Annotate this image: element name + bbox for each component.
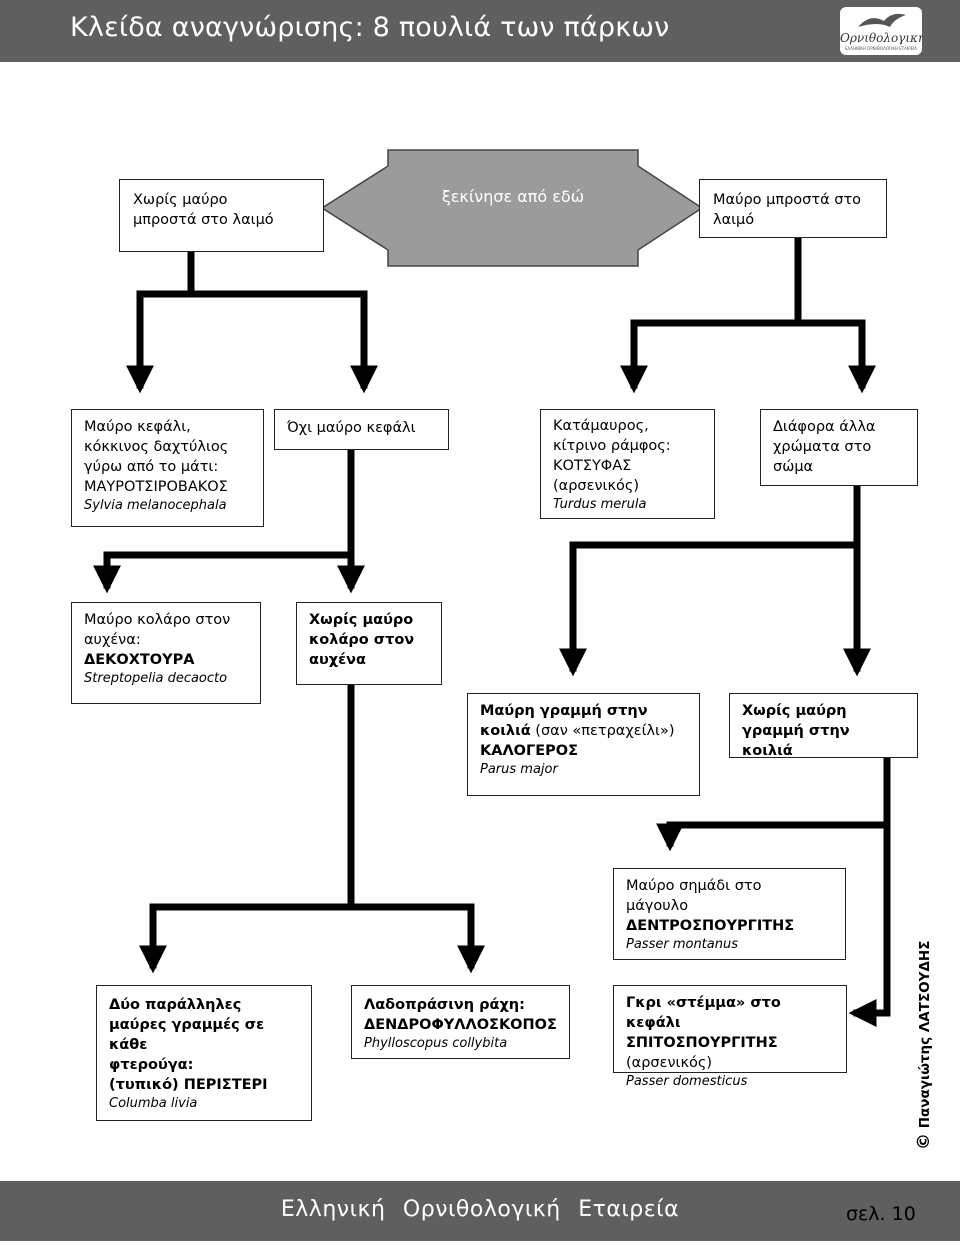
bird-logo-icon <box>858 13 906 27</box>
footer-organization: Ελληνική Ορνιθολογική Εταιρεία <box>280 1197 680 1222</box>
node-pigeon: Δύο παράλληλες μαύρες γραμμές σε κάθε φτ… <box>96 985 312 1121</box>
start-arrow-shape <box>320 149 704 267</box>
connector-no-black-collar-right <box>347 903 485 974</box>
node-blackbird: Κατάμαυρος, κίτρινο ράμφος: ΚΟΤΣΥΦΑΣ (αρ… <box>540 409 715 519</box>
connector-other-colors <box>559 482 861 677</box>
node-blackcap: Μαύρο κεφάλι, κόκκινος δαχτύλιος γύρω απ… <box>71 409 264 527</box>
page-number: σελ. 10 <box>846 1203 916 1225</box>
ornithologiki-logo: Ορνιθολογική ΕΛΛΗΝΙΚΗ ΟΡΝΙΘΟΛΟΓΙΚΗ ΕΤΑΙΡ… <box>840 7 922 55</box>
copyright-symbol: © <box>914 1133 934 1150</box>
node-black-throat: Μαύρο μπροστά στο λαιμό <box>699 179 887 238</box>
header-bar: Κλείδα αναγνώρισης: 8 πουλιά των πάρκων … <box>0 0 960 62</box>
start-label: ξεκίνησε από εδώ <box>441 187 585 206</box>
connector-no-belly-stripe <box>848 754 891 1027</box>
footer-bar: Ελληνική Ορνιθολογική Εταιρεία σελ. 10 <box>0 1181 960 1241</box>
node-tree-sparrow: Μαύρο σημάδι στο μάγουλο ΔΕΝΤΡΟΣΠΟΥΡΓΙΤΗ… <box>613 868 846 960</box>
logo-text: Ορνιθολογική <box>840 31 922 45</box>
connector-black-throat <box>620 234 802 394</box>
node-chiffchaff: Λαδοπράσινη ράχη: ΔΕΝΔΡΟΦΥΛΛΟΣΚΟΠΟΣ Phyl… <box>351 985 570 1059</box>
node-no-belly-stripe: Χωρίς μαύρη γραμμή στην κοιλιά <box>729 693 918 759</box>
node-house-sparrow: Γκρι «στέμμα» στο κεφάλι ΣΠΙΤΟΣΠΟΥΡΓΙΤΗΣ… <box>613 985 847 1089</box>
copyright-notice: © Παναγιώτης ΛΑΤΣΟΥΔΗΣ <box>914 941 934 1150</box>
connector-no-black-collar <box>139 681 355 974</box>
connector-tree-sparrow <box>656 821 891 852</box>
connector-no-black-throat <box>126 248 195 394</box>
logo-subtext: ΕΛΛΗΝΙΚΗ ΟΡΝΙΘΟΛΟΓΙΚΗ ΕΤΑΙΡΕΙΑ <box>844 46 918 51</box>
connector-no-black-head <box>93 446 355 594</box>
node-no-black-collar: Χωρίς μαύρο κολάρο στον αυχένα <box>296 602 442 685</box>
connector-black-throat-right <box>630 319 876 394</box>
node-collared-dove: Μαύρο κολάρο στον αυχένα: ΔΕΚΟΧΤΟΥΡΑ Str… <box>71 602 261 704</box>
copyright-author: Παναγιώτης ΛΑΤΣΟΥΔΗΣ <box>917 940 933 1129</box>
page-title: Κλείδα αναγνώρισης: 8 πουλιά των πάρκων <box>70 12 670 43</box>
node-no-black-head: Όχι μαύρο κεφάλι <box>274 409 449 450</box>
node-other-colors: Διάφορα άλλα χρώματα στο σώμα <box>760 409 918 486</box>
connector-no-black-throat-right <box>136 290 378 394</box>
node-great-tit: Μαύρη γραμμή στην κοιλιά (σαν «πετραχείλ… <box>467 693 700 796</box>
node-no-black-throat: Χωρίς μαύρο μπροστά στο λαιμό <box>119 179 324 252</box>
